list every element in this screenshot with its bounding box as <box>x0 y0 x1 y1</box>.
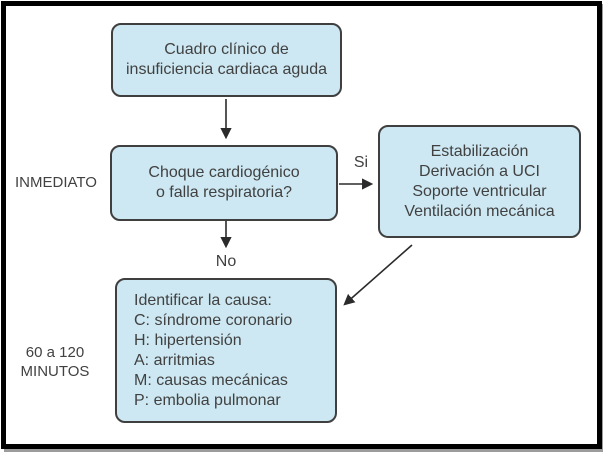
node-shock-decision: Choque cardiogénico o falla respiratoria… <box>110 145 338 221</box>
timeline-label-immediate: INMEDIATO <box>15 174 97 191</box>
node-stabilization: Estabilización Derivación a UCI Soporte … <box>378 125 581 238</box>
timeline-label-60-120-minutes: 60 a 120 MINUTOS <box>20 344 90 380</box>
branch-label-yes: Si <box>353 154 369 171</box>
node-identify-cause: Identificar la causa: C: síndrome corona… <box>115 278 337 423</box>
branch-label-no: No <box>215 253 237 270</box>
node-clinical-picture: Cuadro clínico de insuficiencia cardiaca… <box>111 23 342 97</box>
